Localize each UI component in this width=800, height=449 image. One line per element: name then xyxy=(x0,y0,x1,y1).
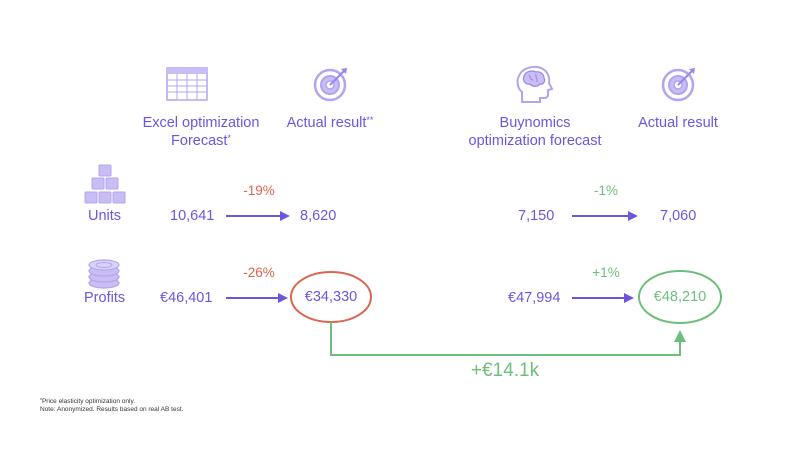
target-icon xyxy=(313,66,349,107)
units-excel-actual: 8,620 xyxy=(300,208,337,224)
units-buynomics-change: -1% xyxy=(593,183,618,198)
units-excel-forecast: 10,641 xyxy=(170,208,215,224)
profit-difference-label: +€14.1k xyxy=(470,360,540,381)
coins-icon xyxy=(87,257,123,296)
target-icon xyxy=(661,66,697,107)
profits-buynomics-change: +1% xyxy=(592,265,620,280)
buynomics-actual-header: Actual result xyxy=(638,115,718,131)
units-buynomics-forecast: 7,150 xyxy=(518,208,555,224)
profits-excel-change: -26% xyxy=(243,265,275,280)
excel-actual-header: Actual result** xyxy=(286,115,374,131)
units-row-label: Units xyxy=(88,208,122,224)
profits-row-label: Profits xyxy=(84,290,126,306)
footnotes: *Price elasticity optimization only. Not… xyxy=(40,398,184,413)
difference-connector xyxy=(330,322,686,356)
buynomics-forecast-header: Buynomics optimization forecast xyxy=(468,115,602,149)
profits-excel-forecast: €46,401 xyxy=(160,290,213,306)
units-buynomics-actual: 7,060 xyxy=(660,208,697,224)
profits-buynomics-forecast: €47,994 xyxy=(508,290,561,306)
boxes-icon xyxy=(84,164,128,211)
units-excel-change: -19% xyxy=(243,183,275,198)
excel-forecast-header: Excel optimization Forecast* xyxy=(142,115,260,149)
spreadsheet-icon xyxy=(166,67,208,106)
buynomics-actual-profit-circle xyxy=(638,270,722,324)
profits-buynomics-actual: €48,210 xyxy=(653,289,707,305)
profits-excel-actual: €34,330 xyxy=(304,289,358,305)
brain-head-icon xyxy=(514,64,554,109)
